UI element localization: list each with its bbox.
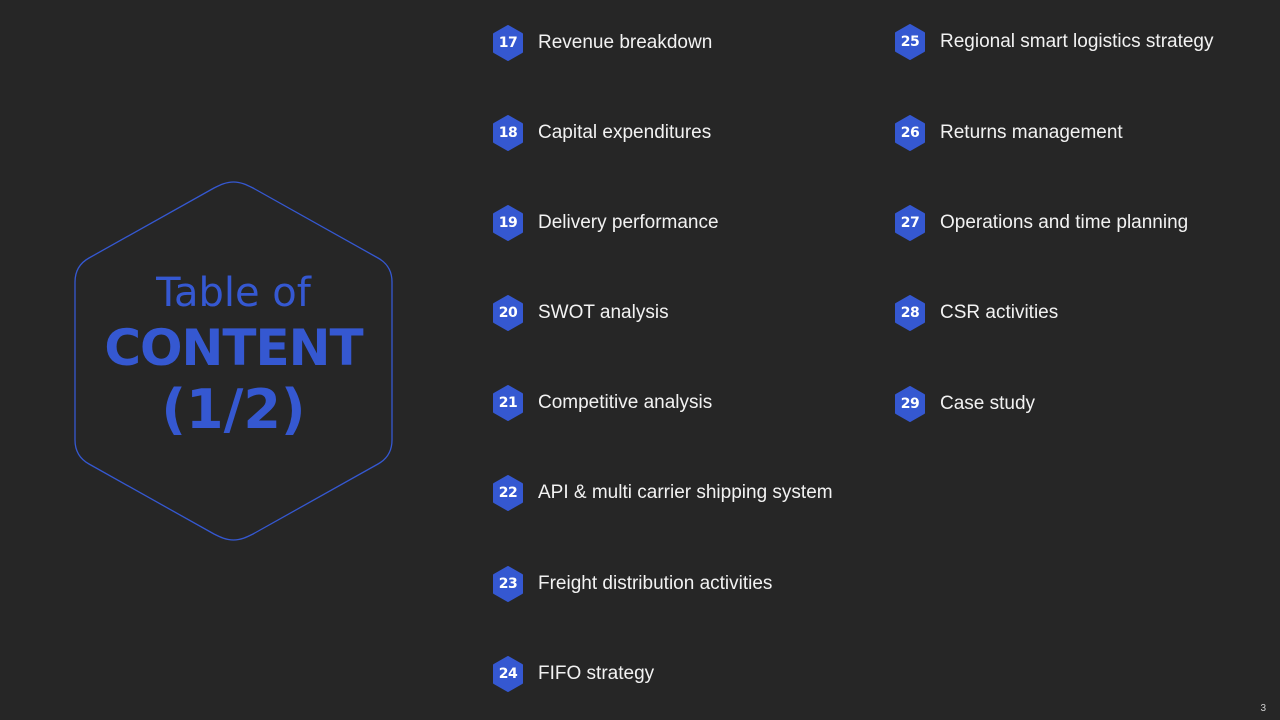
toc-item-number: 26 <box>900 125 920 141</box>
toc-item-number: 18 <box>498 125 518 141</box>
toc-item-number: 24 <box>498 666 518 682</box>
hexagon-icon: 21 <box>492 385 524 421</box>
toc-item-label: CSR activities <box>940 302 1059 323</box>
toc-item-number: 29 <box>900 396 920 412</box>
toc-item[interactable]: 26 Returns management <box>894 115 1123 151</box>
hexagon-icon: 27 <box>894 205 926 241</box>
toc-item-number: 20 <box>498 305 518 321</box>
toc-item[interactable]: 24 FIFO strategy <box>492 656 654 692</box>
toc-item[interactable]: 29 Case study <box>894 386 1035 422</box>
toc-item[interactable]: 22 API & multi carrier shipping system <box>492 475 833 511</box>
toc-item-number: 21 <box>498 395 518 411</box>
toc-item[interactable]: 17 Revenue breakdown <box>492 25 712 61</box>
page-number: 3 <box>1260 703 1266 714</box>
toc-item-label: Capital expenditures <box>538 122 712 143</box>
toc-item-label: Returns management <box>940 122 1123 143</box>
hexagon-frame-icon <box>73 180 394 542</box>
hexagon-icon: 22 <box>492 475 524 511</box>
toc-item-number: 27 <box>900 215 920 231</box>
hexagon-icon: 17 <box>492 25 524 61</box>
toc-item[interactable]: 27 Operations and time planning <box>894 205 1188 241</box>
hexagon-icon: 28 <box>894 295 926 331</box>
title-line-table-of: Table of <box>156 270 311 316</box>
toc-item[interactable]: 25 Regional smart logistics strategy <box>894 24 1214 60</box>
title-line-content: CONTENT <box>104 319 363 377</box>
toc-item-label: Regional smart logistics strategy <box>940 31 1214 52</box>
toc-item-number: 17 <box>498 35 518 51</box>
toc-item-number: 25 <box>900 34 920 50</box>
hexagon-icon: 23 <box>492 566 524 602</box>
toc-item-label: Case study <box>940 393 1036 414</box>
hexagon-icon: 26 <box>894 115 926 151</box>
toc-item-number: 28 <box>900 305 920 321</box>
toc-item-number: 22 <box>498 485 518 501</box>
toc-item-label: Freight distribution activities <box>538 573 773 594</box>
toc-item-label: Delivery performance <box>538 212 719 233</box>
hexagon-icon: 25 <box>894 24 926 60</box>
toc-item-number: 23 <box>498 576 518 592</box>
toc-item[interactable]: 21 Competitive analysis <box>492 385 712 421</box>
toc-item-label: Revenue breakdown <box>538 32 713 53</box>
hexagon-icon: 18 <box>492 115 524 151</box>
title-line-part: (1/2) <box>161 378 306 441</box>
hexagon-icon: 20 <box>492 295 524 331</box>
toc-item[interactable]: 19 Delivery performance <box>492 205 719 241</box>
toc-item[interactable]: 28 CSR activities <box>894 295 1058 331</box>
toc-item[interactable]: 20 SWOT analysis <box>492 295 669 331</box>
toc-item[interactable]: 18 Capital expenditures <box>492 115 711 151</box>
title-block: Table of CONTENT (1/2) <box>73 180 394 542</box>
toc-item-number: 19 <box>498 215 518 231</box>
toc-item[interactable]: 23 Freight distribution activities <box>492 566 772 602</box>
hexagon-icon: 24 <box>492 656 524 692</box>
hexagon-icon: 19 <box>492 205 524 241</box>
toc-item-label: FIFO strategy <box>538 663 655 684</box>
toc-item-label: SWOT analysis <box>538 302 669 323</box>
toc-item-label: Competitive analysis <box>538 392 713 413</box>
hexagon-icon: 29 <box>894 386 926 422</box>
toc-item-label: Operations and time planning <box>940 212 1189 233</box>
toc-item-label: API & multi carrier shipping system <box>538 482 833 503</box>
